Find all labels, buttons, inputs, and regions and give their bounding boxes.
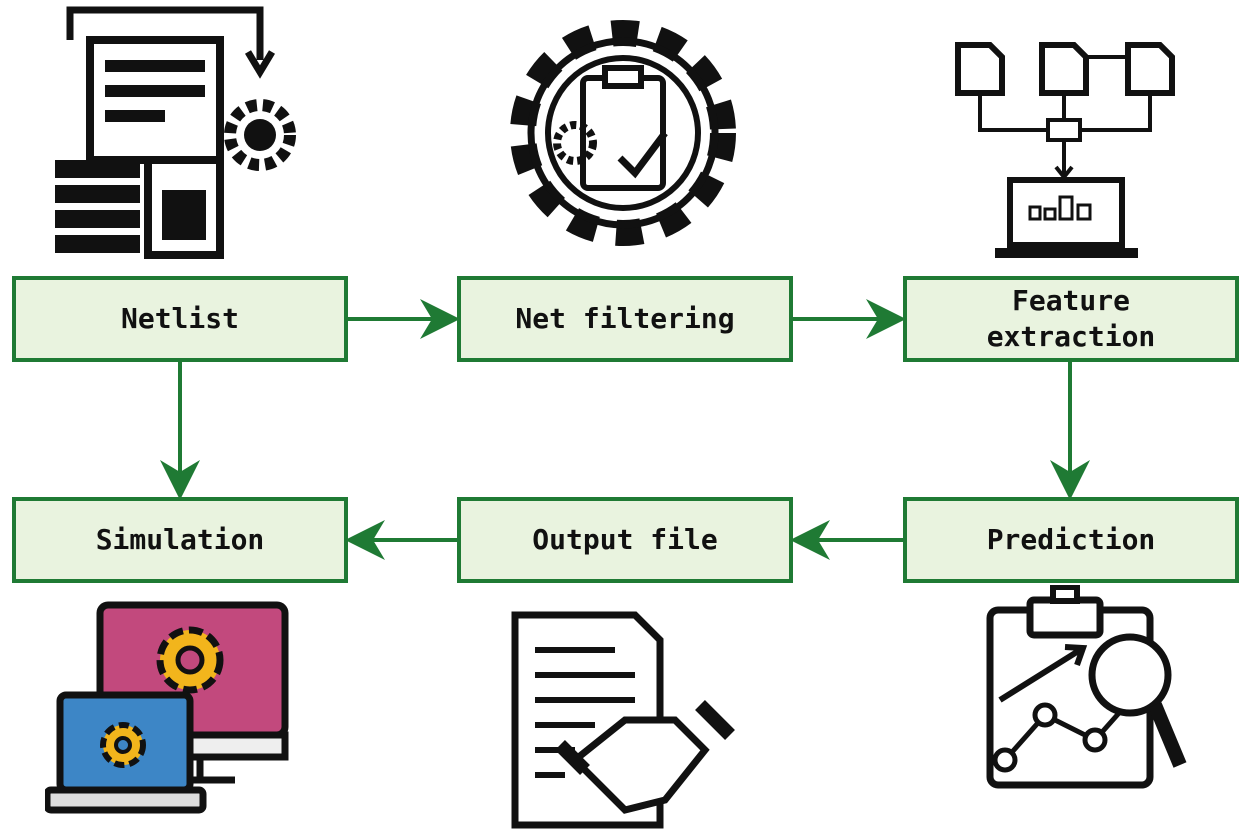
step-label: Feature [1011, 284, 1130, 317]
netlist-documents-gear-icon [55, 6, 296, 259]
step-label: Netlist [120, 302, 239, 335]
gear-clipboard-check-icon [510, 20, 736, 246]
step-simulation: Simulation [12, 497, 348, 583]
step-output-file: Output file [457, 497, 793, 583]
files-to-laptop-icon [955, 42, 1175, 258]
clipboard-analytics-icon [986, 585, 1187, 789]
step-net-filtering: Net filtering [457, 276, 793, 362]
document-handshake-icon [511, 611, 735, 829]
step-netlist: Netlist [12, 276, 348, 362]
step-label: Simulation [95, 523, 265, 556]
step-label: Net filtering [515, 302, 735, 335]
computers-settings-icon [45, 601, 289, 814]
step-prediction: Prediction [903, 497, 1239, 583]
step-label: extraction [986, 320, 1156, 353]
step-label: Output file [532, 523, 718, 556]
step-label: Prediction [986, 523, 1156, 556]
